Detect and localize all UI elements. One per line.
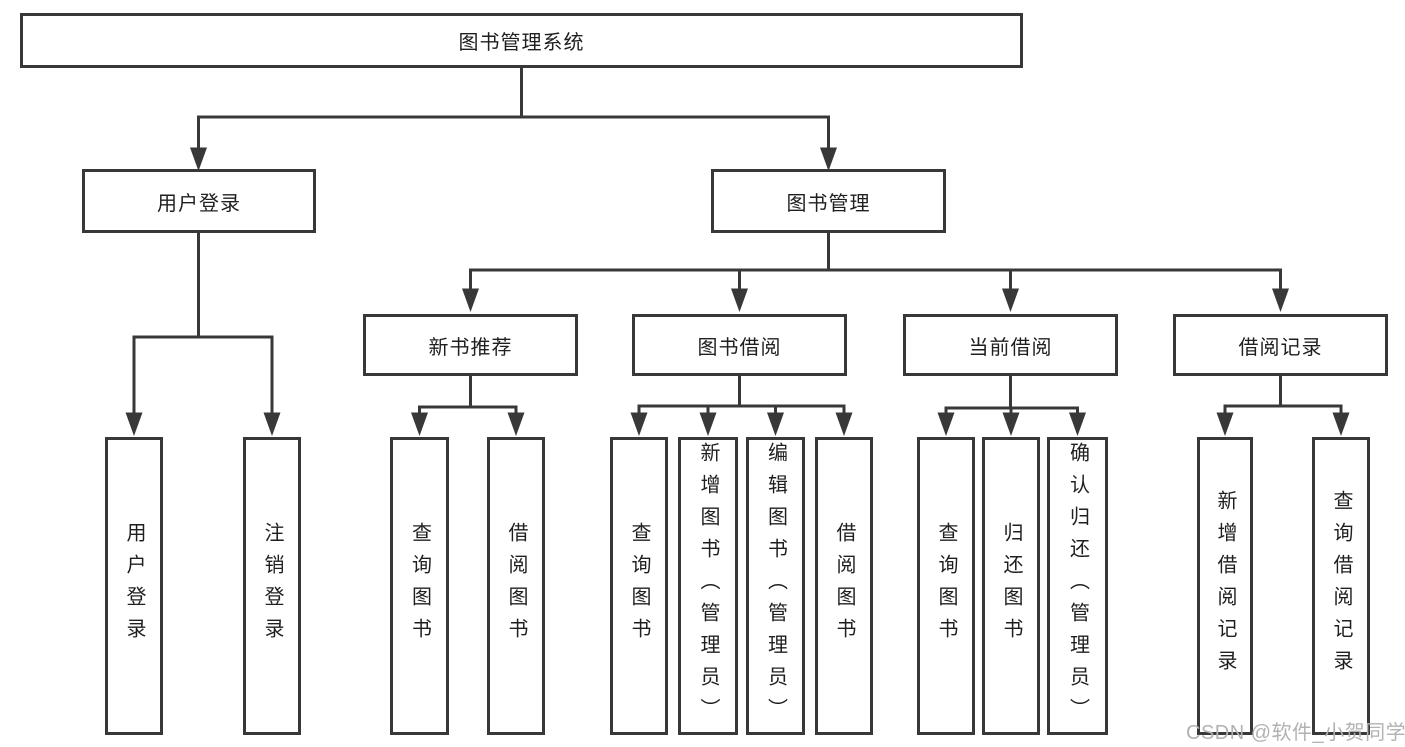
leaf-current-query-book-label: 查询图书 bbox=[935, 522, 957, 650]
node-borrow-record: 借阅记录 bbox=[1173, 314, 1388, 376]
leaf-user-login: 用户登录 bbox=[105, 437, 163, 735]
leaf-borrow-add-book-admin-label: 新增图书（管理员） bbox=[697, 442, 719, 730]
leaf-recommend-query-book-label: 查询图书 bbox=[408, 522, 431, 650]
node-new-book-recommend-label: 新书推荐 bbox=[428, 336, 513, 359]
leaf-record-query-borrow-record-label: 查询借阅记录 bbox=[1330, 490, 1352, 682]
watermark: CSDN @软件_小贺同学 bbox=[1186, 722, 1405, 744]
leaf-borrow-edit-book-admin-label: 编辑图书（管理员） bbox=[764, 442, 787, 730]
node-book-management: 图书管理 bbox=[711, 169, 946, 233]
leaf-borrow-borrow-book-label: 借阅图书 bbox=[833, 522, 855, 650]
leaf-logout-label: 注销登录 bbox=[261, 522, 283, 650]
leaf-record-add-borrow-record: 新增借阅记录 bbox=[1197, 437, 1253, 735]
leaf-record-query-borrow-record: 查询借阅记录 bbox=[1312, 437, 1370, 735]
node-book-borrow-label: 图书借阅 bbox=[697, 336, 782, 359]
node-new-book-recommend: 新书推荐 bbox=[363, 314, 578, 376]
leaf-borrow-query-book-label: 查询图书 bbox=[628, 522, 650, 650]
leaf-user-login-label: 用户登录 bbox=[123, 522, 145, 650]
node-book-management-label: 图书管理 bbox=[786, 192, 871, 215]
node-borrow-record-label: 借阅记录 bbox=[1238, 336, 1323, 359]
leaf-logout: 注销登录 bbox=[243, 437, 301, 735]
leaf-current-return-book-label: 归还图书 bbox=[1000, 522, 1022, 650]
node-current-borrow-label: 当前借阅 bbox=[968, 336, 1053, 359]
node-user-login: 用户登录 bbox=[82, 169, 316, 233]
node-current-borrow: 当前借阅 bbox=[903, 314, 1118, 376]
leaf-borrow-edit-book-admin: 编辑图书（管理员） bbox=[746, 437, 805, 735]
leaf-recommend-query-book: 查询图书 bbox=[390, 437, 449, 735]
leaf-current-confirm-return-admin-label: 确认归还（管理员） bbox=[1066, 442, 1089, 730]
node-user-login-label: 用户登录 bbox=[157, 192, 241, 215]
node-book-borrow: 图书借阅 bbox=[632, 314, 847, 376]
leaf-borrow-query-book: 查询图书 bbox=[610, 437, 668, 735]
leaf-current-query-book: 查询图书 bbox=[917, 437, 975, 735]
node-root: 图书管理系统 bbox=[20, 13, 1023, 68]
leaf-borrow-add-book-admin: 新增图书（管理员） bbox=[678, 437, 738, 735]
leaf-record-add-borrow-record-label: 新增借阅记录 bbox=[1214, 490, 1236, 682]
leaf-recommend-borrow-book-label: 借阅图书 bbox=[505, 522, 527, 650]
node-root-label: 图书管理系统 bbox=[458, 32, 585, 54]
leaf-recommend-borrow-book: 借阅图书 bbox=[487, 437, 545, 735]
leaf-current-confirm-return-admin: 确认归还（管理员） bbox=[1047, 437, 1108, 735]
leaf-current-return-book: 归还图书 bbox=[982, 437, 1040, 735]
leaf-borrow-borrow-book: 借阅图书 bbox=[815, 437, 873, 735]
